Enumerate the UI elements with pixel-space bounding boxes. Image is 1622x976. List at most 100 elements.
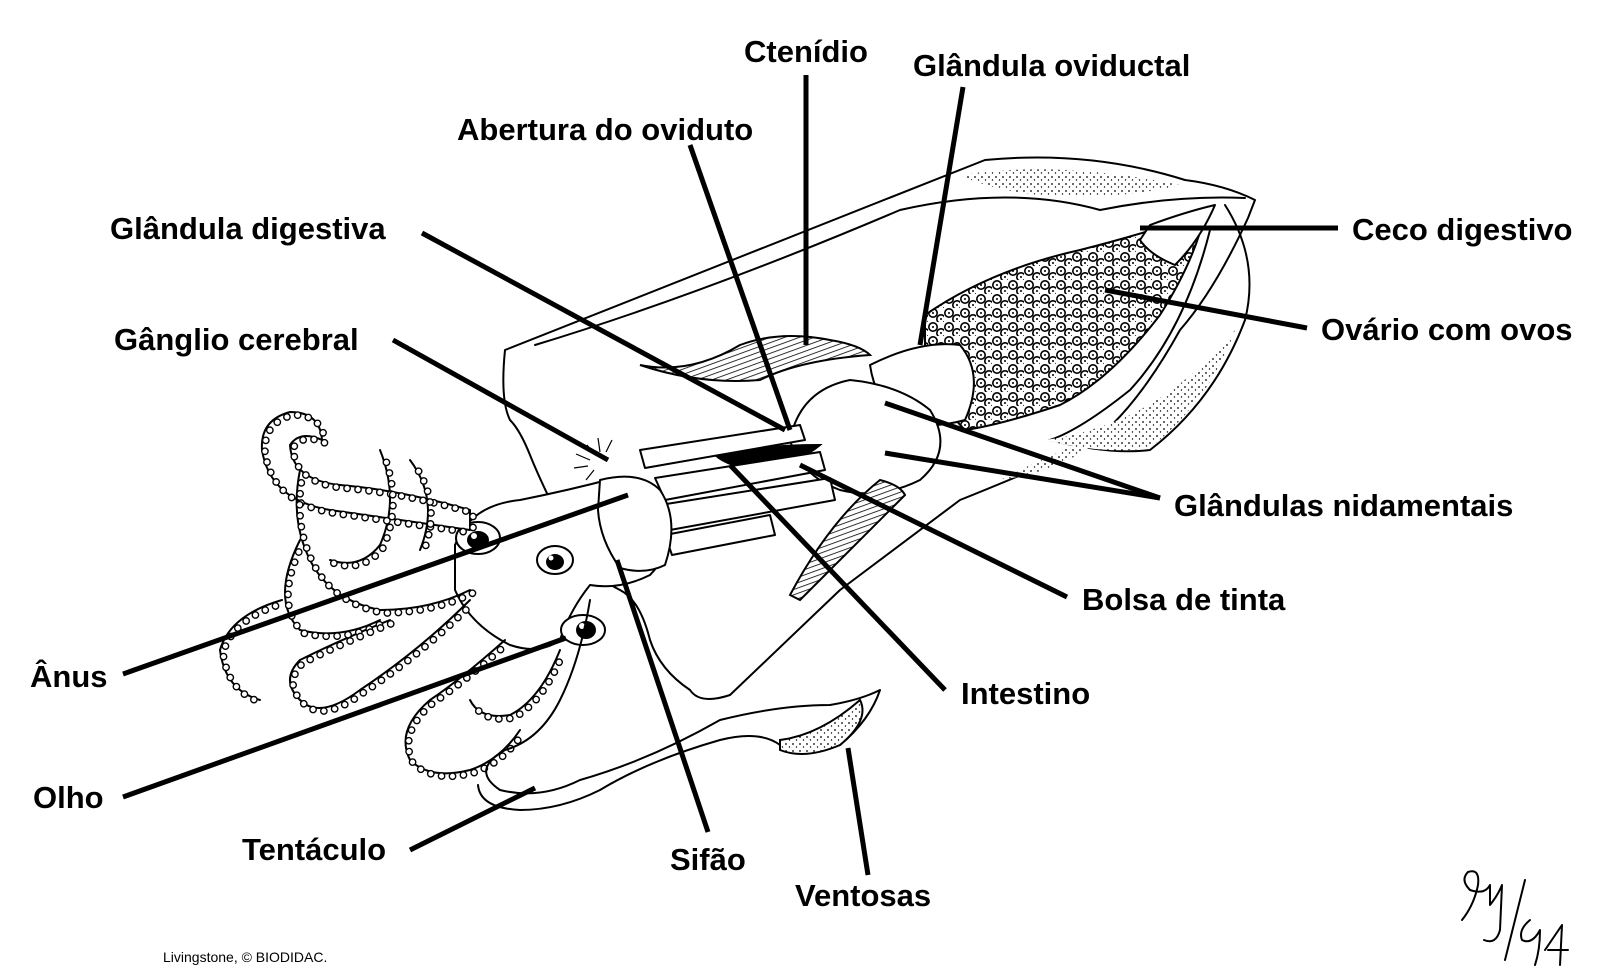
leader-ventosas — [845, 747, 871, 876]
sucker — [261, 447, 269, 456]
sucker — [284, 601, 293, 610]
sucker — [408, 758, 417, 766]
leader-intestino — [728, 463, 947, 692]
sucker — [375, 488, 384, 497]
mantle-stipple-edge — [1000, 430, 1110, 480]
sucker — [350, 512, 359, 520]
sucker — [325, 581, 333, 590]
sucker — [407, 726, 416, 735]
sucker — [251, 611, 260, 619]
sucker — [301, 471, 310, 479]
sucker — [505, 714, 514, 723]
intestine-tube — [639, 424, 806, 469]
sucker — [416, 765, 425, 774]
sucker — [448, 597, 457, 606]
leader-nidamentais-1 — [884, 400, 1161, 501]
sucker — [336, 641, 344, 650]
sucker — [386, 669, 395, 678]
sucker — [271, 602, 280, 610]
leader-glandula-digestiva — [420, 230, 787, 433]
sucker — [309, 705, 317, 714]
sucker — [496, 645, 505, 654]
sucker — [294, 548, 303, 556]
sucker — [389, 501, 397, 510]
label-ctenidio: Ctenídio — [744, 34, 868, 69]
sucker — [321, 480, 330, 489]
sucker — [261, 436, 270, 445]
label-anus: Ânus — [30, 658, 108, 694]
sucker — [383, 609, 392, 617]
sucker — [448, 526, 457, 534]
sucker — [386, 523, 394, 532]
sucker — [317, 506, 326, 515]
sucker — [319, 428, 327, 437]
sucker — [332, 483, 341, 491]
sucker — [232, 682, 241, 691]
sucker — [393, 518, 402, 527]
sucker — [461, 606, 470, 614]
sucker — [273, 418, 282, 427]
sucker — [240, 690, 249, 698]
sucker — [416, 606, 425, 614]
sucker — [326, 646, 334, 654]
sucker — [313, 419, 322, 428]
sucker — [343, 484, 351, 493]
sucker — [459, 771, 468, 779]
sucker — [437, 628, 446, 637]
sucker — [484, 712, 492, 721]
sucker — [351, 561, 360, 570]
sucker — [394, 608, 403, 617]
sucker — [354, 485, 362, 494]
sucker — [419, 496, 427, 505]
sucker — [383, 534, 391, 542]
sucker — [249, 695, 258, 704]
mantle-stipple-top — [960, 169, 1180, 197]
sucker — [279, 486, 288, 495]
sucker — [317, 573, 326, 582]
digestive-caecum — [1139, 204, 1216, 266]
sucker — [388, 512, 396, 521]
sucker — [555, 658, 563, 667]
sucker — [328, 509, 337, 517]
sucker — [289, 681, 298, 689]
sucker — [454, 613, 462, 622]
sucker — [445, 621, 454, 630]
sucker — [322, 632, 331, 641]
sucker — [368, 682, 377, 691]
sucker — [388, 490, 397, 499]
arm-suckers — [219, 411, 563, 781]
sucker — [319, 707, 328, 715]
label-tentaculo: Tentáculo — [242, 832, 386, 867]
sucker — [448, 772, 457, 781]
fin-stipple — [1045, 330, 1235, 451]
sucker — [376, 624, 385, 632]
sucker — [311, 631, 320, 640]
sucker — [299, 699, 308, 708]
sucker — [297, 522, 306, 531]
sucker — [350, 695, 359, 703]
sucker — [468, 589, 477, 598]
sucker — [414, 467, 423, 476]
labels: Ctenídio Glândula oviductal Abertura do … — [30, 34, 1573, 965]
sucker — [299, 436, 308, 444]
sucker — [346, 637, 355, 645]
label-glandulas-nidamentais: Glândulas nidamentais — [1174, 488, 1513, 523]
eye-lower — [560, 614, 606, 646]
label-glandula-digestiva: Glândula digestiva — [110, 211, 386, 246]
sucker — [300, 629, 309, 638]
sucker — [296, 511, 304, 520]
sucker — [421, 541, 430, 550]
sucker — [382, 458, 391, 467]
sucker — [408, 494, 417, 502]
leader-bolsa-tinta — [798, 462, 1069, 600]
sucker — [405, 747, 414, 756]
sucker — [299, 533, 308, 542]
label-ovario-ovos: Ovário com ovos — [1321, 312, 1573, 347]
sucker — [445, 687, 454, 696]
long-tentacle — [477, 599, 881, 811]
sucker — [304, 413, 313, 422]
sucker — [263, 458, 271, 466]
sucker — [222, 663, 230, 672]
sucker — [340, 700, 349, 709]
